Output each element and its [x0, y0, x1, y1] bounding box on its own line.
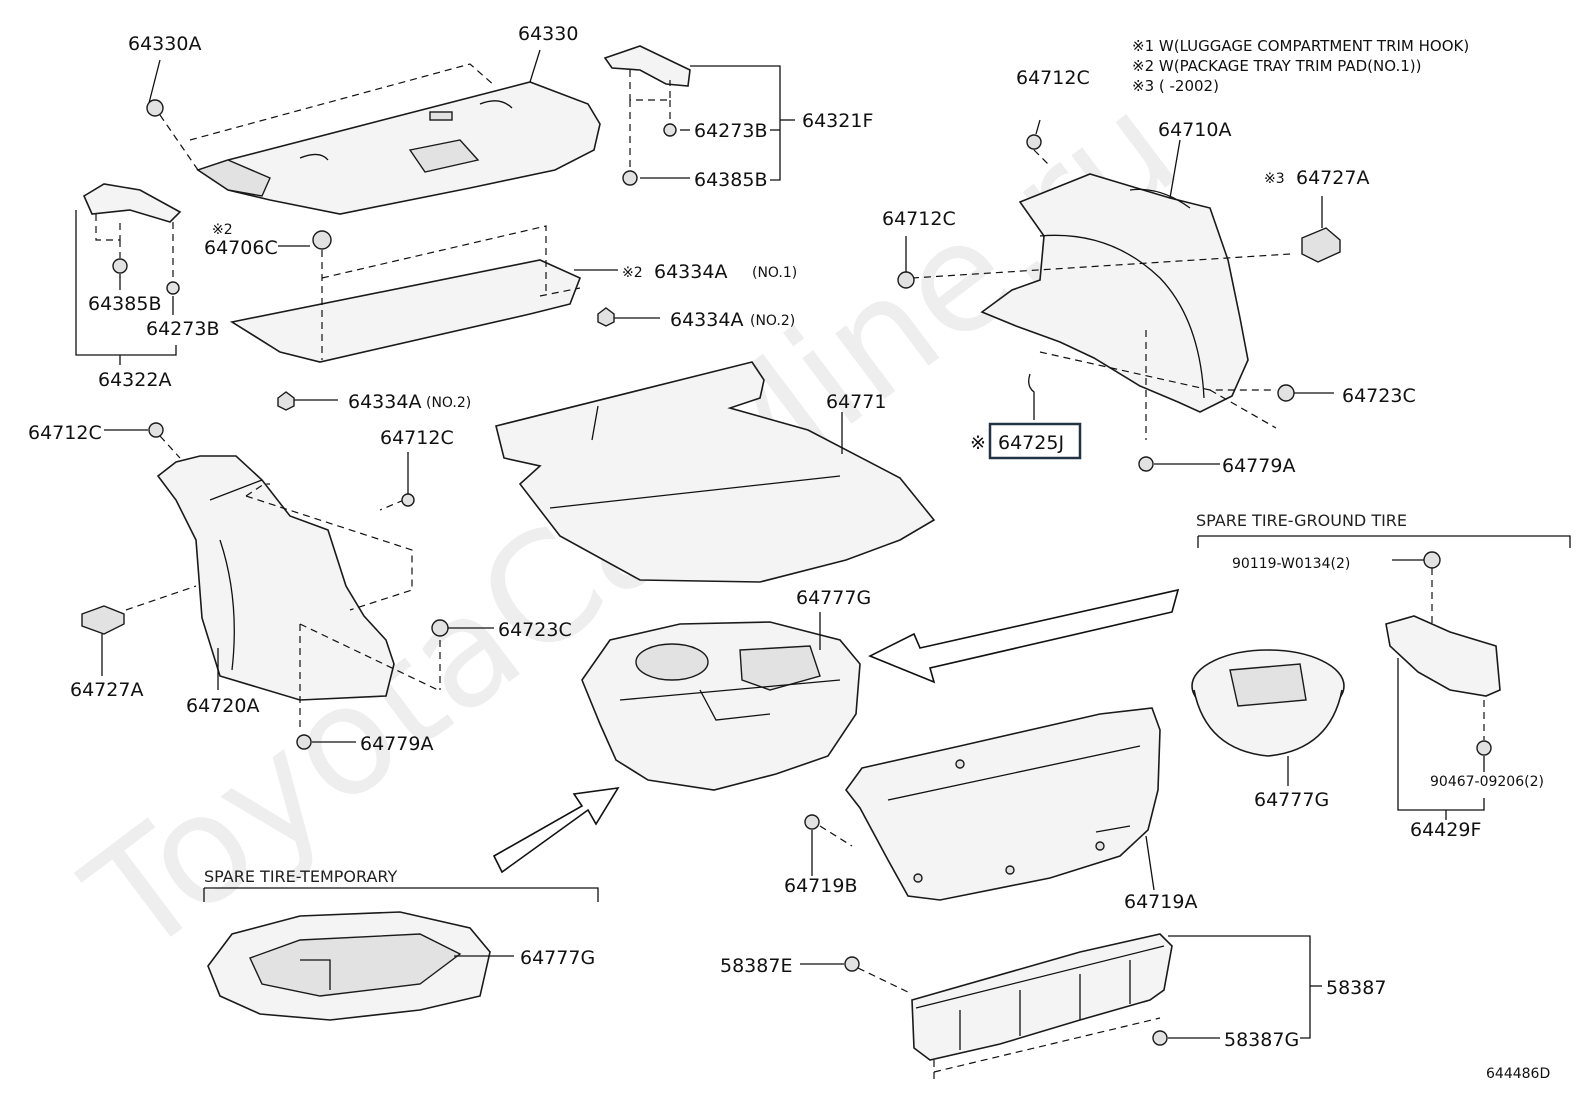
quarter-trim-right	[980, 173, 1249, 413]
label-64771: 64771	[826, 391, 886, 413]
clip-64712C-mid	[897, 271, 915, 289]
label-58387: 58387	[1326, 977, 1386, 999]
clip-64712C-left	[148, 422, 164, 438]
label-64777G-right: 64777G	[1254, 789, 1329, 811]
arrow-from-ground-tire	[868, 588, 1180, 684]
spare-tire-bracket-64429F	[1385, 615, 1501, 697]
label-64712C-top: 64712C	[1016, 67, 1090, 89]
label-64727A: 64727A	[70, 679, 143, 701]
luggage-mat	[495, 361, 936, 583]
label-64334A-no2b-suffix: (NO.2)	[426, 395, 471, 411]
spare-tire-tray-center	[581, 621, 861, 791]
clip-58387G	[1152, 1030, 1168, 1046]
label-64779A-right: 64779A	[1222, 455, 1295, 477]
label-64723C-right: 64723C	[1342, 385, 1416, 407]
label-64725J: 64725J	[998, 432, 1064, 454]
label-90119: 90119-W0134(2)	[1232, 556, 1350, 572]
label-64723C-left: 64723C	[498, 619, 572, 641]
clip-64706C	[312, 230, 332, 250]
mark-64334A-no1: ※2	[622, 265, 643, 281]
label-64719B: 64719B	[784, 875, 857, 897]
scuff-plate	[911, 933, 1173, 1061]
clip-64330A	[146, 99, 164, 117]
label-64385B-top: 64385B	[694, 169, 767, 191]
label-64330A: 64330A	[128, 33, 201, 55]
label-64330: 64330	[518, 23, 578, 45]
pad-64727A	[81, 605, 125, 635]
label-64334A-no1-suffix: (NO.1)	[752, 265, 797, 281]
bracket-64321F	[603, 45, 691, 87]
package-tray-trim	[196, 81, 601, 215]
label-64429F: 64429F	[1410, 819, 1481, 841]
note-3: ※3 ( -2002)	[1132, 77, 1219, 95]
label-58387E: 58387E	[720, 955, 792, 977]
spare-tire-tray-temporary	[207, 911, 491, 1021]
label-64712C-mid: 64712C	[882, 208, 956, 230]
label-64719A: 64719A	[1124, 891, 1197, 913]
label-64712C-left2: 64712C	[380, 427, 454, 449]
label-64322A: 64322A	[98, 369, 171, 391]
clip-64385B-top	[622, 170, 638, 186]
label-64777G-center: 64777G	[796, 587, 871, 609]
label-64321F: 64321F	[802, 110, 873, 132]
label-64334A-no2a-suffix: (NO.2)	[750, 313, 795, 329]
mark-64725J: ※	[970, 432, 986, 454]
bracket-64322A	[82, 183, 182, 223]
label-64334A-no2b: 64334A	[348, 391, 421, 413]
label-64385B: 64385B	[88, 293, 161, 315]
clip-64273B	[166, 281, 180, 295]
mark-64727A-top: ※3	[1264, 171, 1285, 187]
pad-64727A-top	[1301, 227, 1341, 263]
part-64725J-highlight	[988, 422, 1082, 460]
label-90467: 90467-09206(2)	[1430, 774, 1544, 790]
clip-64723C-left	[431, 619, 449, 637]
reference-code: 644486D	[1486, 1066, 1550, 1082]
clip-64712C-top	[1026, 134, 1042, 150]
mark-64706C: ※2	[212, 222, 233, 238]
pad-64334A-no2b	[277, 391, 295, 411]
section-ground-tire: SPARE TIRE-GROUND TIRE	[1196, 511, 1407, 530]
clip-64712C-left2	[401, 493, 415, 507]
clip-64719B	[804, 814, 820, 830]
spare-tire-tray-right	[1191, 649, 1345, 757]
label-64727A-top: 64727A	[1296, 167, 1369, 189]
note-1: ※1 W(LUGGAGE COMPARTMENT TRIM HOOK)	[1132, 37, 1469, 55]
label-64779A-left: 64779A	[360, 733, 433, 755]
clip-64385B	[112, 258, 128, 274]
label-64777G-bottom: 64777G	[520, 947, 595, 969]
label-64712C-left: 64712C	[28, 422, 102, 444]
note-2: ※2 W(PACKAGE TRAY TRIM PAD(NO.1))	[1132, 57, 1421, 75]
quarter-trim-left	[156, 455, 395, 701]
section-temporary: SPARE TIRE-TEMPORARY	[204, 867, 398, 886]
deck-lid-trim	[844, 707, 1161, 901]
label-58387G: 58387G	[1224, 1029, 1299, 1051]
clip-64723C-right	[1277, 384, 1295, 402]
label-64720A: 64720A	[186, 695, 259, 717]
pad-64334A-no2a	[597, 307, 615, 327]
clip-58387E	[844, 956, 860, 972]
package-tray-pad	[229, 259, 582, 363]
label-64706C: 64706C	[204, 237, 278, 259]
bolt-90119	[1423, 551, 1441, 569]
label-64273B: 64273B	[146, 318, 219, 340]
label-64334A-no2a: 64334A	[670, 309, 743, 331]
clip-64779A-right	[1138, 456, 1154, 472]
arrow-from-temporary	[492, 786, 620, 874]
clip-64779A-left	[296, 734, 312, 750]
label-64273B-top: 64273B	[694, 120, 767, 142]
bolt-90467	[1476, 740, 1492, 756]
label-64334A-no1: 64334A	[654, 261, 727, 283]
label-64710A: 64710A	[1158, 119, 1231, 141]
clip-64273B-top	[663, 123, 677, 137]
